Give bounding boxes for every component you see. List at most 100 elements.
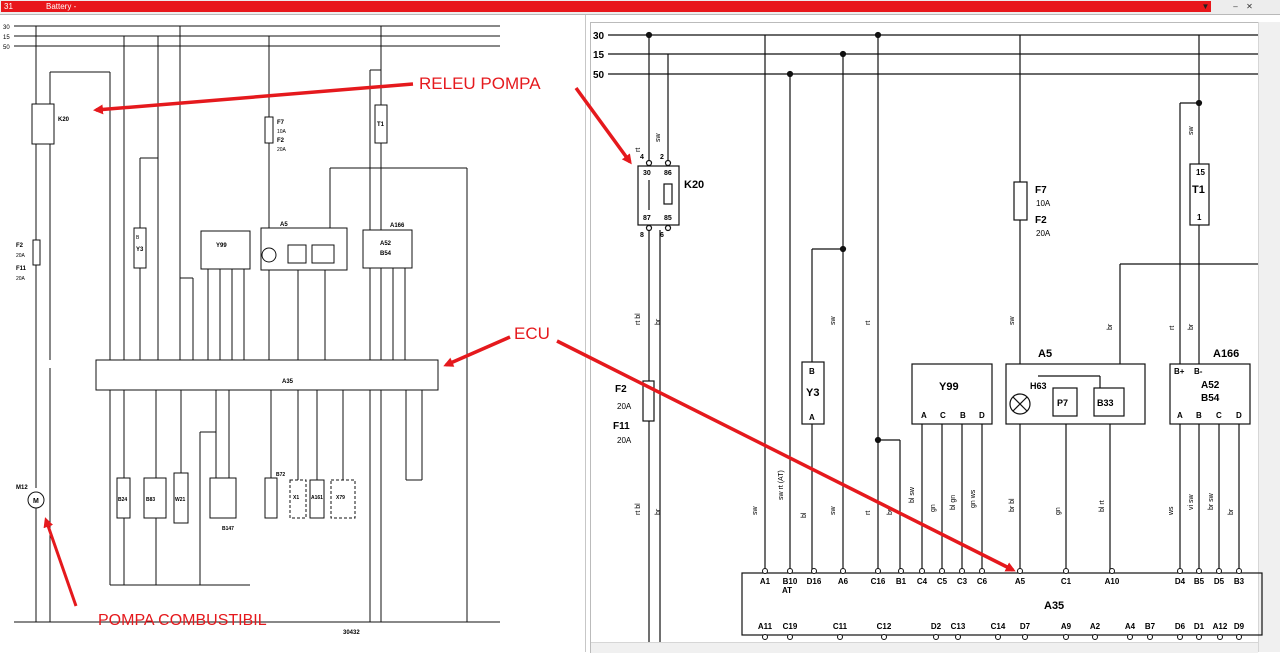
red-annotations: RELEU POMPA ECU POMPA COMBUSTIBIL — [43, 74, 1016, 629]
fuse-f2b-label: F2 — [1035, 215, 1047, 226]
drawing-number: 30432 — [343, 630, 360, 636]
ecu-bottom-pin-terminal-d7 — [1022, 634, 1028, 640]
minimize-icon[interactable]: – — [1233, 2, 1238, 11]
ecu-top-pin-terminal-b3 — [1236, 568, 1242, 574]
lower-comp-4-small: B147 — [222, 526, 234, 532]
a5-label-small: A5 — [280, 222, 288, 228]
a166-pin-b: B — [1196, 411, 1202, 420]
zoom-bus-label-30: 30 — [593, 31, 605, 42]
fuse-f2b-rating: 20A — [1036, 229, 1051, 238]
ecu-bottom-pin-c19: C19 — [783, 622, 798, 631]
svg-text:M: M — [33, 498, 39, 505]
lower-comp-7-small: A161 — [311, 495, 323, 501]
ecu-bottom-pin-terminal-c12 — [881, 634, 887, 640]
wire-label: sw — [1188, 126, 1195, 136]
relay-label-small: K20 — [58, 117, 70, 123]
ecu-bottom-pin-d2: D2 — [931, 622, 942, 631]
ecu-top-pin-terminal-c16 — [875, 568, 881, 574]
relay-pin-85: 85 — [664, 215, 672, 222]
ecu-top-pin-c3: C3 — [957, 577, 968, 586]
svg-text:B: B — [136, 235, 140, 241]
bus-label-30: 30 — [3, 25, 10, 31]
tab-number: 31 — [4, 2, 13, 11]
y99-pin-b: B — [960, 411, 966, 420]
wire-label: bl gn — [950, 495, 957, 510]
a5-part-p7: P7 — [1057, 398, 1068, 408]
ecu-top-pin-d16: D16 — [807, 577, 822, 586]
wire-label: br — [1107, 323, 1114, 330]
ecu-bottom-pin-c13: C13 — [951, 622, 966, 631]
y99-pin-a: A — [921, 411, 927, 420]
ecu-bottom-pin-terminal-d6 — [1177, 634, 1183, 640]
fuse-f7-label: F7 — [1035, 185, 1047, 196]
t1-label-small: T1 — [377, 122, 385, 128]
relay-label: K20 — [684, 179, 704, 191]
active-tab[interactable] — [1, 1, 1211, 12]
wire-label: rt bl — [635, 503, 642, 515]
ecu-top-pin-c1: C1 — [1061, 577, 1072, 586]
chevron-down-icon[interactable]: ▼ — [1201, 2, 1210, 11]
zoom-diagram: 30 15 50 K20 30 86 87 85 4 2 8 6 F2 20A … — [593, 31, 1263, 642]
wire-label: rt — [865, 321, 872, 325]
relay-pin-87: 87 — [643, 215, 651, 222]
wire-label: gn — [1055, 507, 1062, 515]
ecu-bottom-pin-d6: D6 — [1175, 622, 1186, 631]
a166-pin-bminus: B- — [1194, 367, 1203, 376]
close-icon[interactable]: ✕ — [1246, 2, 1253, 11]
title-bar: 31 Battery - ▼ – ✕ — [0, 0, 1280, 15]
ecu-top-pin-c6: C6 — [977, 577, 988, 586]
a166-label-small: A166 — [390, 223, 405, 229]
y3-label: Y3 — [806, 387, 819, 399]
y99-label-small: Y99 — [216, 243, 227, 249]
ecu-bottom-pin-terminal-c13 — [955, 634, 961, 640]
fuse-f7-rating-small: 10A — [277, 129, 287, 135]
relay-pin-2: 2 — [660, 154, 664, 161]
ecu-bottom-pin-b7: B7 — [1145, 622, 1156, 631]
ecu-top-pin-c16: C16 — [871, 577, 886, 586]
a166-pin-d: D — [1236, 411, 1242, 420]
ecu-top-pin-terminal-d4 — [1177, 568, 1183, 574]
ecu-pin-b10-sub: AT — [782, 586, 792, 595]
wire-label: sw rt (AT) — [778, 470, 785, 500]
wire-label: sw — [655, 133, 662, 143]
wire-label: gn ws — [970, 489, 977, 508]
ecu-top-pin-terminal-c3 — [959, 568, 965, 574]
lower-comp-2-small: B83 — [146, 497, 155, 503]
wire-label: br — [887, 508, 894, 515]
ecu-bottom-pin-a9: A9 — [1061, 622, 1072, 631]
t1-pin-15: 15 — [1196, 168, 1205, 177]
ecu-top-pin-d5: D5 — [1214, 577, 1225, 586]
t1-pin-1: 1 — [1197, 213, 1202, 222]
wire-label: bl — [801, 512, 808, 518]
diagram-zoom-pane — [590, 22, 1280, 653]
a166-label: A166 — [1213, 348, 1239, 360]
ecu-bottom-pin-a12: A12 — [1213, 622, 1228, 631]
ecu-bottom-pin-terminal-d2 — [933, 634, 939, 640]
fuse-f2b-label-small: F2 — [277, 138, 285, 144]
ecu-top-pin-a5: A5 — [1015, 577, 1026, 586]
vertical-scrollbar[interactable] — [1258, 22, 1280, 652]
wire-label: sw — [830, 316, 837, 326]
ecu-label: A35 — [1044, 600, 1064, 612]
horizontal-scrollbar[interactable] — [591, 642, 1258, 653]
ecu-top-pin-c4: C4 — [917, 577, 928, 586]
wire-label: bl sw — [909, 486, 916, 503]
ecu-top-pin-terminal-d16 — [811, 568, 817, 574]
ecu-top-pin-a10: A10 — [1105, 577, 1120, 586]
ecu-label-small: A35 — [282, 379, 294, 385]
wire-label: br — [1228, 508, 1235, 515]
wire-label: sw — [830, 506, 837, 516]
ecu-top-pin-terminal-c6 — [979, 568, 985, 574]
ecu-bottom-pin-terminal-a12 — [1217, 634, 1223, 640]
lower-comp-1-small: B24 — [118, 497, 127, 503]
fuse-f11-label: F11 — [613, 421, 630, 432]
ecu-top-pin-terminal-a6 — [840, 568, 846, 574]
ecu-bottom-pin-terminal-c19 — [787, 634, 793, 640]
ecu-bottom-pin-c11: C11 — [833, 622, 848, 631]
lower-comp-5-small: B72 — [276, 472, 285, 478]
ecu-top-pin-b1: B1 — [896, 577, 907, 586]
wire-label: sw — [752, 506, 759, 516]
a166-inner-2: B54 — [1201, 393, 1220, 404]
ecu-bottom-pin-d7: D7 — [1020, 622, 1031, 631]
